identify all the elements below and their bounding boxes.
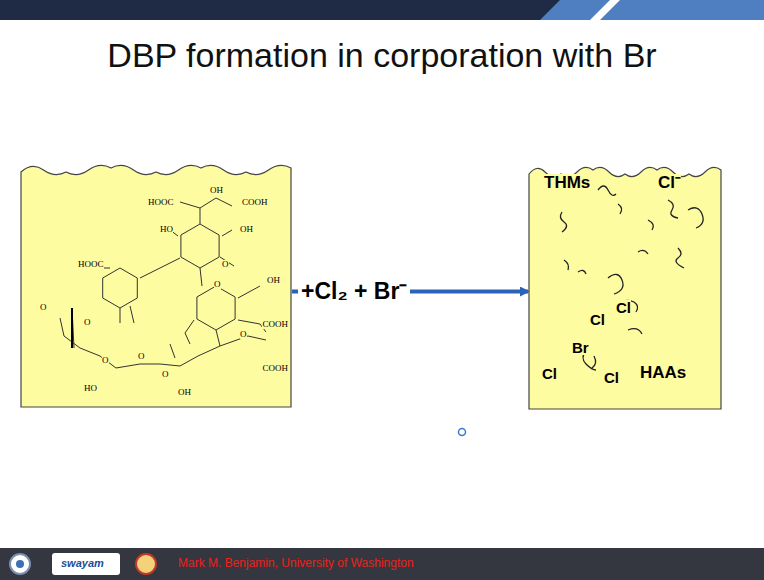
chem-group-label: HO	[160, 225, 173, 234]
chem-group-label: O	[214, 280, 221, 289]
logo-circle	[10, 554, 30, 574]
chem-group-label: HO	[84, 384, 97, 393]
dbp-species-label: HAAs	[640, 364, 686, 381]
dbp-species-label: Cl	[542, 366, 557, 381]
logo-circle	[136, 554, 156, 574]
slide-title: DBP formation in corporation with Br	[0, 36, 764, 75]
chem-group-label: O	[84, 318, 91, 327]
water-sample-box: OHHOOCCOOHHOOHHOOCOOHOOCOOHOOOCOOHOHOOHO	[20, 158, 292, 408]
logo-box	[52, 553, 120, 575]
top-bar	[0, 0, 764, 20]
chem-group-label: O	[162, 370, 169, 379]
dbp-species-label: Cl	[604, 370, 619, 385]
product-box: THMsCl⁻ClClBrClClHAAs	[528, 160, 722, 410]
cursor-dot	[459, 429, 466, 436]
top-bar-accent	[540, 0, 764, 20]
chem-group-label: OH	[267, 276, 280, 285]
footer-credit: Mark M. Benjamin, University of Washingt…	[178, 556, 414, 570]
logo-text: swayam	[58, 557, 107, 570]
chem-group-label: O	[222, 260, 229, 269]
chem-group-label: O	[240, 330, 247, 339]
chem-group-label: OH	[178, 388, 191, 397]
chem-group-label: COOH	[262, 320, 288, 329]
chem-group-label: O	[138, 352, 145, 361]
top-bar-stripe	[590, 0, 620, 20]
chem-group-label: OH	[240, 225, 253, 234]
chem-group-label: OH	[210, 186, 223, 195]
chem-group-label: COOH	[262, 364, 288, 373]
dbp-species-label: Br	[572, 340, 589, 355]
dbp-species-label: Cl	[590, 312, 605, 327]
reagent-label: +Cl₂ + Br⁻	[298, 279, 410, 304]
chem-group-label: HOOC	[78, 260, 104, 269]
logo-dot	[16, 560, 24, 568]
chem-group-label: HOOC	[148, 198, 174, 207]
chem-group-label: O	[40, 303, 47, 312]
footer-bar	[0, 548, 764, 580]
wavy-container	[20, 158, 292, 408]
molecule-squiggles	[560, 186, 703, 370]
humic-structure	[60, 198, 266, 368]
chem-group-label: O	[102, 356, 109, 365]
chem-group-label: COOH	[242, 198, 268, 207]
dbp-species-label: Cl	[616, 300, 631, 315]
wavy-container	[528, 160, 722, 410]
dbp-species-label: Cl⁻	[658, 174, 681, 191]
dbp-species-label: THMs	[544, 174, 590, 191]
